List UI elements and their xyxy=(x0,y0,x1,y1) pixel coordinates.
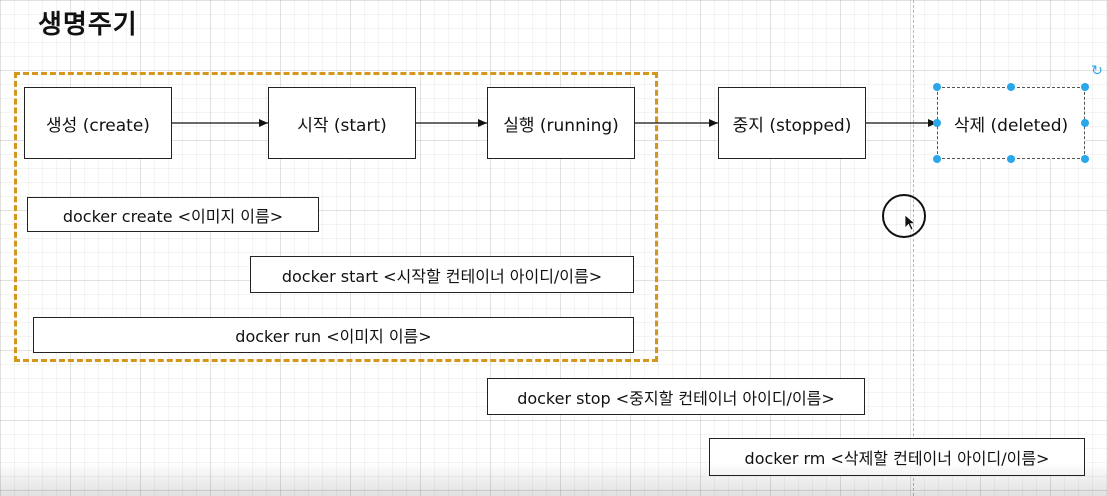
state-label-create: 생성 (create) xyxy=(46,115,150,136)
selection-handle-top-left[interactable] xyxy=(933,83,941,91)
state-box-deleted[interactable]: 삭제 (deleted) xyxy=(937,87,1085,159)
cursor-highlight-ring xyxy=(882,194,926,238)
selection-handle-middle-right[interactable] xyxy=(1081,119,1089,127)
command-label-stop: docker stop <중지할 컨테이너 아이디/이름> xyxy=(517,388,835,408)
command-label-run: docker run <이미지 이름> xyxy=(235,327,432,346)
command-box-stop[interactable]: docker stop <중지할 컨테이너 아이디/이름> xyxy=(487,378,865,415)
state-label-running: 실행 (running) xyxy=(503,115,619,136)
command-label-start: docker start <시작할 컨테이너 아이디/이름> xyxy=(281,266,603,286)
state-label-start: 시작 (start) xyxy=(297,115,387,136)
selection-handle-top-middle[interactable] xyxy=(1007,83,1015,91)
selection-handle-bottom-right[interactable] xyxy=(1081,155,1089,163)
command-label-create: docker create <이미지 이름> xyxy=(62,206,284,226)
selection-handle-top-right[interactable] xyxy=(1081,83,1089,91)
state-box-start[interactable]: 시작 (start) xyxy=(268,87,416,159)
mouse-pointer-icon xyxy=(904,214,917,231)
state-box-create[interactable]: 생성 (create) xyxy=(24,87,172,159)
command-box-create[interactable]: docker create <이미지 이름> xyxy=(27,197,319,232)
page-title: 생명주기 xyxy=(38,10,138,40)
command-label-rm: docker rm <삭제할 컨테이너 아이디/이름> xyxy=(744,449,1050,468)
selection-handle-middle-left[interactable] xyxy=(933,119,941,127)
rotate-icon[interactable]: ↻ xyxy=(1091,63,1103,79)
state-label-stopped: 중지 (stopped) xyxy=(732,115,852,136)
bottom-shadow xyxy=(0,462,1107,496)
state-label-deleted: 삭제 (deleted) xyxy=(953,115,1069,136)
state-box-stopped[interactable]: 중지 (stopped) xyxy=(718,87,866,159)
command-box-rm[interactable]: docker rm <삭제할 컨테이너 아이디/이름> xyxy=(709,438,1085,476)
state-box-running[interactable]: 실행 (running) xyxy=(487,87,635,159)
selection-handle-bottom-left[interactable] xyxy=(933,155,941,163)
command-box-start[interactable]: docker start <시작할 컨테이너 아이디/이름> xyxy=(250,256,634,293)
selection-handle-bottom-middle[interactable] xyxy=(1007,155,1015,163)
page-boundary-guide xyxy=(913,0,914,496)
run-command-group-box[interactable] xyxy=(14,72,658,362)
command-box-run[interactable]: docker run <이미지 이름> xyxy=(33,317,634,353)
